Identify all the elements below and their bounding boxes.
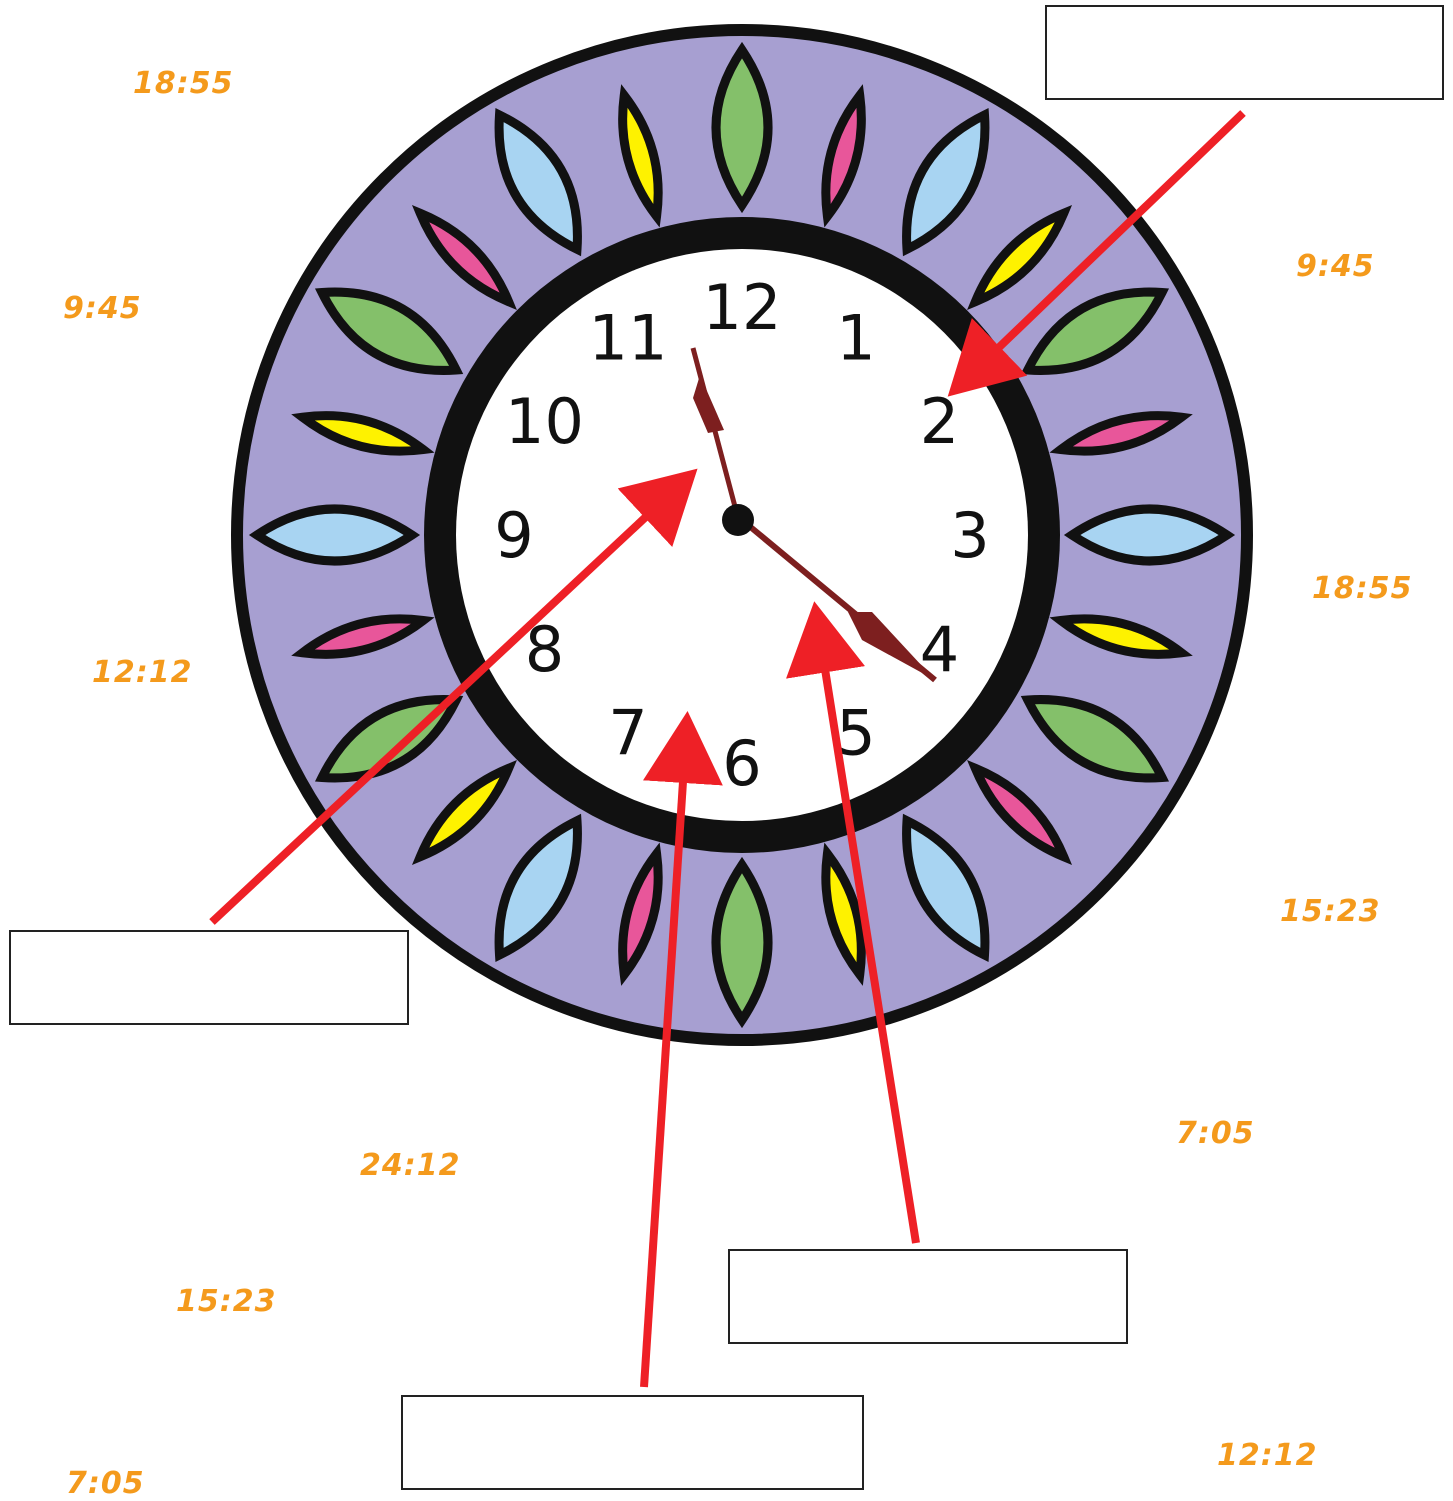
answer-box-bottom-right[interactable]	[728, 1249, 1128, 1344]
time-label: 18:55	[1312, 571, 1413, 606]
time-label: 15:23	[1280, 894, 1381, 929]
time-label: 7:05	[1176, 1116, 1255, 1151]
clock-numeral-10: 10	[505, 385, 584, 458]
clock-numeral-11: 11	[589, 302, 668, 375]
large-petal	[716, 865, 768, 1020]
answer-box-bottom-center[interactable]	[401, 1395, 864, 1490]
large-petal	[257, 509, 412, 561]
clock-numeral-1: 1	[836, 302, 875, 375]
time-label: 7:05	[66, 1466, 145, 1501]
time-label: 18:55	[133, 66, 234, 101]
time-label: 9:45	[63, 291, 142, 326]
large-petal	[1072, 509, 1227, 561]
clock-center-pin	[722, 504, 754, 536]
clock-numeral-12: 12	[703, 271, 782, 344]
time-label: 9:45	[1296, 249, 1375, 284]
time-label: 12:12	[1217, 1438, 1318, 1473]
time-label: 24:12	[360, 1148, 461, 1183]
clock-numeral-7: 7	[608, 697, 647, 770]
clock-numeral-2: 2	[920, 385, 959, 458]
large-petal	[716, 50, 768, 205]
time-label: 15:23	[176, 1284, 277, 1319]
answer-box-top-right[interactable]	[1045, 5, 1444, 100]
clock-numeral-6: 6	[722, 727, 761, 800]
answer-box-left[interactable]	[9, 930, 409, 1025]
clock-numeral-3: 3	[950, 499, 989, 572]
clock-numeral-9: 9	[494, 499, 533, 572]
time-label: 12:12	[92, 655, 193, 690]
